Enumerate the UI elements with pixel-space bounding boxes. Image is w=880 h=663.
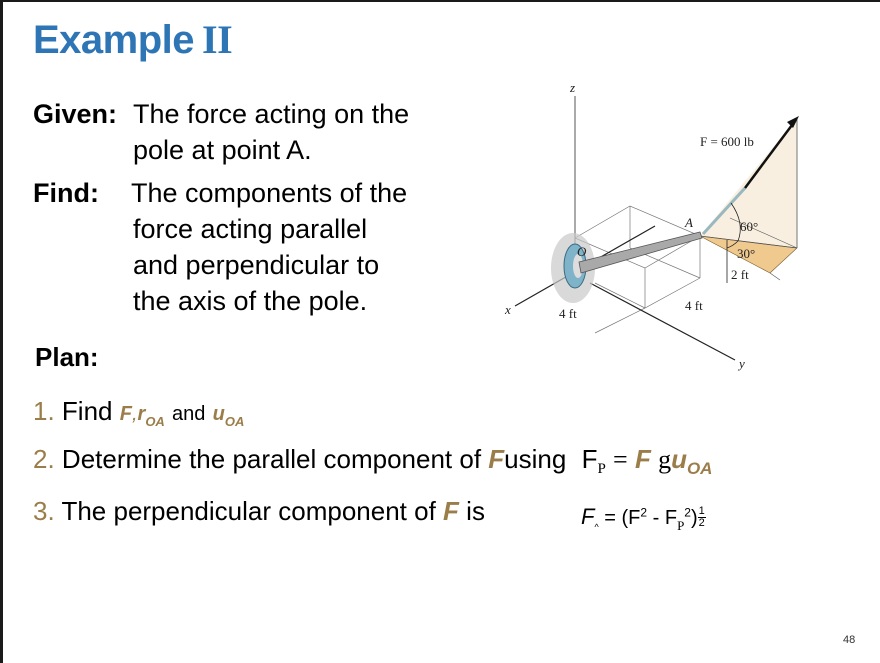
exp-den: 2 — [698, 517, 705, 529]
z-axis-label: z — [569, 80, 575, 95]
pole — [578, 231, 703, 274]
find-line-2: force acting parallel — [133, 214, 368, 244]
step-number: 2. — [33, 444, 55, 474]
force-arrow — [743, 120, 797, 189]
and-text: and — [172, 403, 206, 425]
exp-num: 1 — [698, 505, 705, 517]
dimension-4ft-left: 4 ft — [559, 306, 577, 321]
eq-square: 2 — [684, 505, 691, 520]
arrow-head-icon — [787, 116, 799, 128]
vector-u: u — [212, 403, 225, 425]
eq-minus: - F — [647, 507, 678, 529]
equation-parallel: FP = F guOA — [581, 444, 713, 478]
x-axis-label: x — [504, 302, 511, 317]
plan-label: Plan: — [35, 342, 99, 372]
dimension-4ft-right: 4 ft — [685, 298, 703, 313]
step-number: 3. — [33, 496, 55, 526]
point-A-label: A — [684, 215, 693, 230]
vector-r: r — [137, 403, 146, 425]
top-border — [0, 0, 880, 2]
eq-vector-F: F — [634, 444, 651, 474]
eq-lhs: F — [581, 444, 598, 474]
given-label: Given: — [33, 99, 118, 129]
point-O-label: O — [577, 244, 587, 259]
subscript-OA: OA — [145, 414, 165, 429]
eq-equals: = — [613, 445, 628, 474]
given-line-1: The force acting on the — [133, 99, 410, 129]
vector-F: F — [488, 444, 505, 474]
eq-close: ) — [690, 507, 698, 529]
force-label: F = 600 lb — [700, 134, 754, 149]
step-number: 1. — [33, 396, 55, 426]
force-cable — [701, 186, 747, 236]
vector-F: F — [119, 403, 132, 425]
find-label: Find: — [33, 178, 99, 208]
y-axis — [589, 282, 736, 361]
step-text: Find — [61, 396, 113, 426]
eq-lhs: F — [581, 504, 595, 529]
step-text-after: using — [504, 444, 567, 474]
title-roman-numeral: II — [202, 17, 233, 62]
eq-lhs-sub: P — [597, 461, 606, 477]
find-line-3: and perpendicular to — [133, 250, 380, 280]
dimension-2ft: 2 ft — [731, 267, 749, 282]
eq-lhs-sub: ^ — [594, 522, 599, 532]
eq-square: 2 — [640, 505, 648, 520]
vector-F: F — [443, 496, 459, 526]
comma: , — [131, 403, 138, 425]
eq-rhs: = (F — [604, 507, 641, 529]
given-line-2: pole at point A. — [133, 135, 312, 165]
pole-force-diagram: z x y F = 600 lb A O 60° 30° 2 ft 4 ft 4… — [495, 78, 825, 378]
fraction-bar — [697, 517, 706, 518]
title-main: Example — [33, 18, 195, 62]
page-number: 48 — [843, 634, 856, 646]
find-line-1: The components of the — [131, 178, 408, 208]
y-axis-label: y — [737, 356, 745, 371]
angle-30-label: 30° — [737, 246, 755, 261]
step-text: The perpendicular component of — [61, 496, 436, 526]
eq-p-sub: P — [677, 518, 685, 533]
step-text-after: is — [466, 496, 485, 526]
left-border — [0, 0, 3, 663]
plan-step-3: 3. The perpendicular component of F is F… — [33, 496, 706, 533]
plan-step-2: 2. Determine the parallel component of F… — [33, 444, 712, 479]
find-line-4: the axis of the pole. — [133, 286, 368, 316]
angle-60-label: 60° — [740, 219, 758, 234]
eq-dot: g — [658, 445, 672, 474]
eq-vector-u: u — [671, 444, 687, 474]
plan-step-1: 1. Find F,rOA and uOA — [33, 396, 244, 429]
step-text: Determine the parallel component of — [61, 444, 482, 474]
subscript-OA: OA — [224, 414, 245, 429]
eq-subscript-OA: OA — [686, 459, 713, 478]
